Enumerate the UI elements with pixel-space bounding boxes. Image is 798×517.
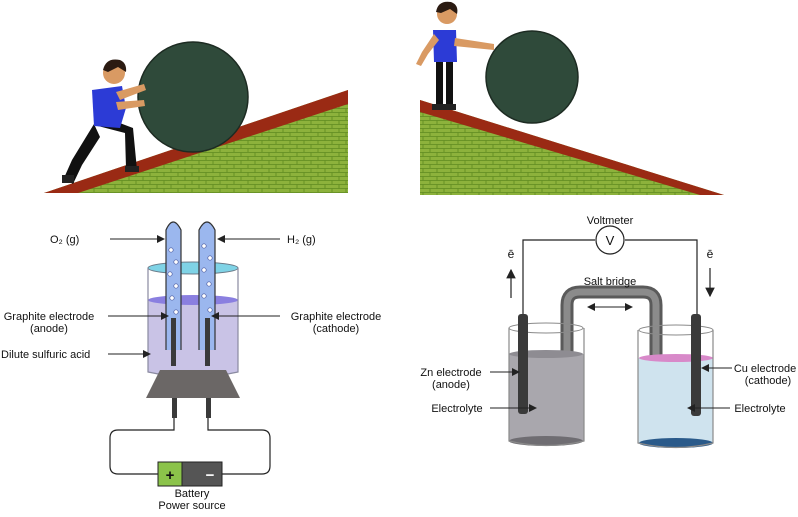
boulder-right xyxy=(485,30,579,124)
voltmeter-label: Voltmeter xyxy=(587,215,634,227)
battery-plus: + xyxy=(166,467,175,484)
acid-solution xyxy=(148,300,238,377)
cu-label-1: Cu electrode xyxy=(734,363,796,375)
zn-label-1: Zn electrode xyxy=(420,367,481,379)
o2-label: O₂ (g) xyxy=(50,234,79,246)
electron-right: ē xyxy=(707,247,714,261)
anode-label-2: (anode) xyxy=(30,323,68,335)
cathode-label-2: (cathode) xyxy=(313,323,359,335)
galvanic-cell: V Voltmeter ē ē Salt bridge Zn electro… xyxy=(420,215,796,449)
uphill-scene xyxy=(44,41,348,193)
boy-standing xyxy=(416,1,494,110)
boy-pushing xyxy=(62,59,146,184)
zn-label-2: (anode) xyxy=(432,379,470,391)
electrolysis-cell: + − Battery Power source O₂ (g) H₂ (g) G… xyxy=(1,221,382,512)
electron-left: ē xyxy=(508,247,515,261)
electrolyte-left-label: Electrolyte xyxy=(431,403,482,415)
acid-surface xyxy=(148,295,238,305)
battery-label-1: Battery xyxy=(175,488,210,500)
cu-electrode xyxy=(691,314,701,416)
battery-minus: − xyxy=(206,467,215,484)
circuit-wire xyxy=(522,239,698,318)
cu-label-2: (cathode) xyxy=(745,375,791,387)
slope-right-edge xyxy=(420,100,724,195)
salt-bridge-label: Salt bridge xyxy=(584,276,637,288)
electrolyte-right-label: Electrolyte xyxy=(734,403,785,415)
downhill-scene xyxy=(416,1,724,195)
acid-label: Dilute sulfuric acid xyxy=(1,349,90,361)
cu-surface xyxy=(639,354,713,362)
zn-electrode xyxy=(518,314,528,414)
cathode-rod xyxy=(205,318,210,366)
anode-label-1: Graphite electrode xyxy=(4,311,95,323)
wire-left xyxy=(109,418,175,475)
anode-rod xyxy=(171,318,176,366)
beaker-rim xyxy=(147,261,239,275)
gas-bubbles xyxy=(167,243,213,315)
zn-beaker-wall xyxy=(508,328,585,447)
boulder-left xyxy=(137,41,249,153)
cathode-label-1: Graphite electrode xyxy=(291,311,382,323)
battery: + − xyxy=(157,461,223,487)
wire-right xyxy=(207,418,271,475)
battery-label-2: Power source xyxy=(158,500,225,512)
voltmeter xyxy=(595,225,625,255)
cell-base xyxy=(146,370,240,398)
voltmeter-symbol: V xyxy=(606,233,615,248)
cu-solution xyxy=(638,358,713,448)
h2-label: H₂ (g) xyxy=(287,234,316,246)
cu-beaker-wall xyxy=(637,330,714,449)
